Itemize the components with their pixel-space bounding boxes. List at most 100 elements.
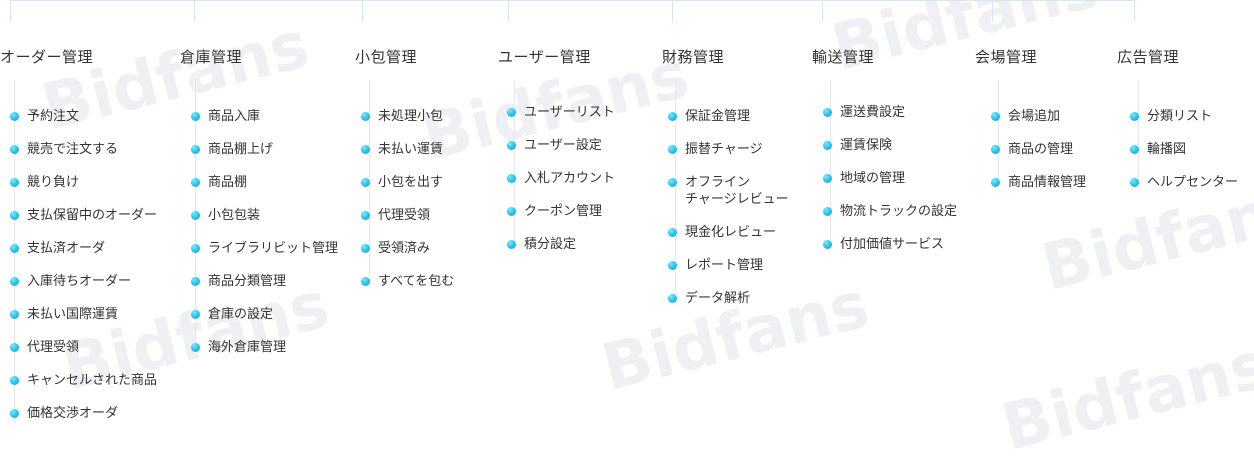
menu-item[interactable]: 保証金管理 (668, 108, 789, 125)
menu-item[interactable]: 未払い運賃 (361, 141, 454, 158)
menu-item[interactable]: ヘルプセンター (1130, 174, 1238, 191)
bullet-icon (191, 178, 200, 187)
menu-item[interactable]: 商品分類管理 (191, 273, 338, 290)
menu-item-label: ユーザー設定 (524, 138, 602, 153)
menu-item-label: 会場追加 (1008, 109, 1061, 124)
menu-list: 会場追加商品の管理商品情報管理 (991, 108, 1086, 207)
menu-item[interactable]: 商品情報管理 (991, 174, 1086, 191)
menu-item[interactable]: 現金化レビュー (668, 224, 789, 241)
menu-item[interactable]: 支払保留中のオーダー (10, 207, 157, 224)
bullet-icon (10, 409, 19, 418)
column-connector (514, 80, 515, 245)
bullet-icon (668, 145, 677, 154)
menu-item[interactable]: 積分設定 (507, 236, 615, 253)
bullet-icon (361, 112, 370, 121)
menu-item[interactable]: 入庫待ちオーダー (10, 273, 157, 290)
menu-item-label: 未払い国際運賃 (27, 307, 119, 322)
menu-item[interactable]: 競り負け (10, 174, 157, 191)
menu-item[interactable]: 価格交渉オーダ (10, 405, 157, 422)
menu-item[interactable]: 振替チャージ (668, 141, 789, 158)
menu-item[interactable]: 代理受領 (10, 339, 157, 356)
column-title: オーダー管理 (0, 48, 94, 66)
menu-item-label: 未処理小包 (378, 109, 444, 124)
bullet-icon (10, 244, 19, 253)
menu-item-label: 商品分類管理 (208, 274, 287, 289)
menu-item[interactable]: 運賃保険 (823, 137, 957, 154)
menu-item[interactable]: 海外倉庫管理 (191, 339, 338, 356)
menu-item[interactable]: 商品棚 (191, 174, 338, 191)
menu-item-label: 商品棚上げ (208, 142, 274, 157)
menu-item[interactable]: 小包包装 (191, 207, 338, 224)
menu-item-label: 競り負け (27, 175, 80, 190)
menu-item-label: 積分設定 (524, 237, 577, 252)
column-title: 会場管理 (975, 48, 1038, 66)
menu-item[interactable]: 倉庫の設定 (191, 306, 338, 323)
menu-item[interactable]: キャンセルされた商品 (10, 372, 157, 389)
bullet-icon (1130, 178, 1139, 187)
menu-item[interactable]: 未払い国際運賃 (10, 306, 157, 323)
menu-list: 分類リスト輪播図ヘルプセンター (1130, 108, 1238, 207)
bullet-icon (10, 145, 19, 154)
bullet-icon (668, 294, 677, 303)
bullet-icon (361, 145, 370, 154)
bullet-icon (10, 343, 19, 352)
menu-list: 運送費設定運賃保険地域の管理物流トラックの設定付加価値サービス (823, 104, 957, 269)
menu-item-label: 入札アカウント (524, 171, 616, 186)
bullet-icon (10, 277, 19, 286)
bullet-icon (361, 178, 370, 187)
bullet-icon (1130, 112, 1139, 121)
column-title: 広告管理 (1117, 48, 1180, 66)
menu-item[interactable]: 予約注文 (10, 108, 157, 125)
menu-item[interactable]: 輪播図 (1130, 141, 1238, 158)
menu-item[interactable]: ユーザーリスト (507, 104, 615, 121)
connector-tick (194, 0, 195, 22)
menu-item[interactable]: クーポン管理 (507, 203, 615, 220)
bullet-icon (191, 145, 200, 154)
connector-tick (10, 0, 11, 22)
bullet-icon (191, 244, 200, 253)
connector-line (10, 0, 1134, 1)
menu-item[interactable]: すべてを包む (361, 273, 454, 290)
menu-item[interactable]: 運送費設定 (823, 104, 957, 121)
bullet-icon (10, 211, 19, 220)
menu-item[interactable]: 会場追加 (991, 108, 1086, 125)
menu-item[interactable]: データ解析 (668, 290, 789, 307)
column-title: 輸送管理 (812, 48, 875, 66)
menu-item-label: チャージレビュー (685, 192, 789, 207)
menu-item[interactable]: 商品入庫 (191, 108, 338, 125)
bullet-icon (191, 277, 200, 286)
bullet-icon (361, 277, 370, 286)
menu-item[interactable]: 競売で注文する (10, 141, 157, 158)
menu-item[interactable]: 未処理小包 (361, 108, 454, 125)
menu-item[interactable]: 分類リスト (1130, 108, 1238, 125)
bullet-icon (10, 310, 19, 319)
menu-item-label: 支払済オーダ (27, 241, 106, 256)
bullet-icon (823, 174, 832, 183)
bullet-icon (823, 240, 832, 249)
menu-item[interactable]: 商品棚上げ (191, 141, 338, 158)
watermark: Bidfans (825, 0, 1107, 86)
menu-item[interactable]: 小包を出す (361, 174, 454, 191)
menu-item-label: 予約注文 (27, 109, 80, 124)
menu-item[interactable]: ユーザー設定 (507, 137, 615, 154)
menu-item[interactable]: ライブラリビット管理 (191, 240, 338, 257)
bullet-icon (507, 108, 516, 117)
menu-item[interactable]: 受領済み (361, 240, 454, 257)
menu-item[interactable]: 物流トラックの設定 (823, 203, 957, 220)
menu-item-label: 現金化レビュー (685, 225, 777, 240)
menu-item[interactable]: 地域の管理 (823, 170, 957, 187)
menu-item[interactable]: 商品の管理 (991, 141, 1086, 158)
menu-item[interactable]: オフラインチャージレビュー (668, 174, 789, 208)
column-title: 倉庫管理 (180, 48, 243, 66)
menu-item[interactable]: 付加価値サービス (823, 236, 957, 253)
bullet-icon (1130, 145, 1139, 154)
menu-item[interactable]: レポート管理 (668, 257, 789, 274)
column-connector (675, 80, 676, 305)
menu-item[interactable]: 入札アカウント (507, 170, 615, 187)
menu-item[interactable]: 代理受領 (361, 207, 454, 224)
column-connector (1138, 80, 1139, 185)
connector-tick (992, 0, 993, 22)
menu-item-label: 海外倉庫管理 (208, 340, 287, 355)
bullet-icon (361, 244, 370, 253)
menu-item[interactable]: 支払済オーダ (10, 240, 157, 257)
